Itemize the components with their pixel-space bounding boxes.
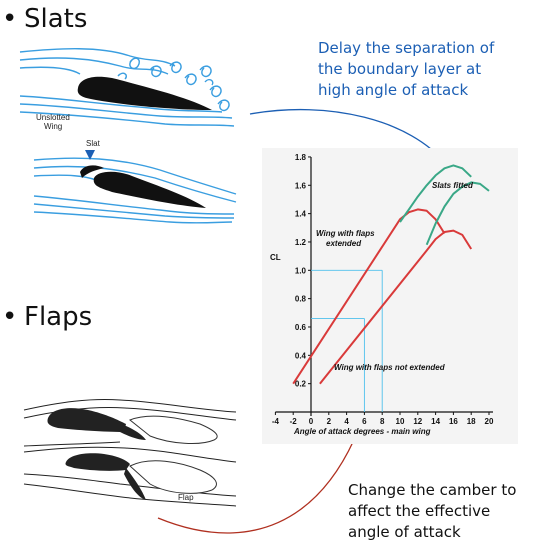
- x-tick-label: 2: [327, 417, 332, 426]
- annotation-slats-fitted: Slats fitted: [432, 181, 474, 190]
- x-axis-label: Angle of attack degrees - main wing: [293, 427, 431, 436]
- slats-heading-text: Slats: [24, 4, 88, 34]
- flaps-figure: Flap: [23, 399, 237, 507]
- flaps-callout-line: affect the effective: [348, 502, 491, 520]
- y-axis-label: CL: [270, 253, 281, 262]
- turbulent-region: [129, 415, 218, 444]
- flaps-heading: •Flaps: [2, 302, 92, 332]
- slat-label: Slat: [86, 139, 101, 148]
- x-tick-label: 8: [380, 417, 385, 426]
- bullet-marker: •: [2, 4, 18, 34]
- unslotted-wing-figure: Unslotted Wing: [19, 48, 235, 131]
- turbulent-region: [129, 460, 217, 494]
- annotation-flaps-extended: Wing with flaps: [316, 229, 375, 238]
- x-tick-label: 6: [362, 417, 367, 426]
- y-tick-label: 1.2: [295, 238, 307, 247]
- slats-heading: •Slats: [2, 4, 87, 34]
- series-line-3: [399, 164, 472, 223]
- flaps-callout-line: Change the camber to: [348, 481, 517, 499]
- flaps-callout: Change the camber to affect the effectiv…: [348, 480, 544, 543]
- airflow-lines: [33, 157, 237, 224]
- flap-lower: [124, 468, 146, 500]
- flapped-airfoil-upper: [47, 408, 126, 432]
- series-line-2: [319, 229, 473, 385]
- unslotted-label-line: Wing: [44, 122, 62, 131]
- x-tick-label: -2: [290, 417, 298, 426]
- flapped-airfoil-lower: [65, 453, 130, 471]
- series-line-1: [292, 208, 446, 385]
- x-tick-label: 12: [413, 417, 422, 426]
- chart-series: [292, 164, 490, 385]
- x-tick-label: 0: [309, 417, 314, 426]
- flap-label: Flap: [178, 493, 194, 502]
- slats-callout-line: high angle of attack: [318, 81, 469, 99]
- unslotted-label-line: Unslotted: [36, 113, 70, 122]
- x-tick-label: 18: [467, 417, 476, 426]
- x-tick-label: 10: [396, 417, 405, 426]
- flaps-callout-line: angle of attack: [348, 523, 461, 541]
- x-tick-label: 16: [449, 417, 458, 426]
- chart-labels: CL Angle of attack degrees - main wing S…: [270, 181, 474, 436]
- y-tick-label: 0.8: [295, 295, 307, 304]
- y-tick-label: 1.4: [295, 210, 307, 219]
- y-tick-label: 0.2: [295, 380, 307, 389]
- slats-callout-line: Delay the separation of: [318, 39, 495, 57]
- annotation-flaps-extended-2: extended: [326, 239, 362, 248]
- y-tick-label: 1.6: [295, 181, 307, 190]
- flap-upper: [120, 424, 146, 440]
- y-tick-label: 1.0: [295, 266, 307, 275]
- x-tick-label: 14: [431, 417, 440, 426]
- x-tick-label: 4: [344, 417, 349, 426]
- lift-curve-chart: -4 -2 0 2 4 6 8 10 12 14 16 18 20 0.2 0.4 0.6 0.8 1.0 1.2 1…: [262, 148, 518, 444]
- flap-airflow-lines: [23, 399, 237, 507]
- airflow-lines: [19, 48, 235, 127]
- slats-callout: Delay the separation of the boundary lay…: [318, 38, 518, 101]
- y-tick-label: 0.4: [295, 351, 307, 360]
- unslotted-airfoil: [77, 76, 212, 110]
- bullet-marker: •: [2, 302, 18, 332]
- series-line-4: [425, 181, 490, 246]
- chart-guides: [311, 269, 383, 412]
- slat-element: [80, 165, 104, 178]
- annotation-flaps-not-extended: Wing with flaps not extended: [334, 363, 446, 372]
- y-tick-label: 1.8: [295, 153, 307, 162]
- y-tick-label: 0.6: [295, 323, 307, 332]
- flaps-heading-text: Flaps: [24, 302, 93, 332]
- chart-axes: -4 -2 0 2 4 6 8 10 12 14 16 18 20 0.2 0.4 0.6 0.8 1.0 1.2 1…: [272, 153, 494, 426]
- slotted-wing-figure: Slat: [33, 139, 237, 224]
- slotted-airfoil: [93, 171, 206, 208]
- slats-callout-line: the boundary layer at: [318, 60, 482, 78]
- x-tick-label: -4: [272, 417, 280, 426]
- x-tick-label: 20: [485, 417, 494, 426]
